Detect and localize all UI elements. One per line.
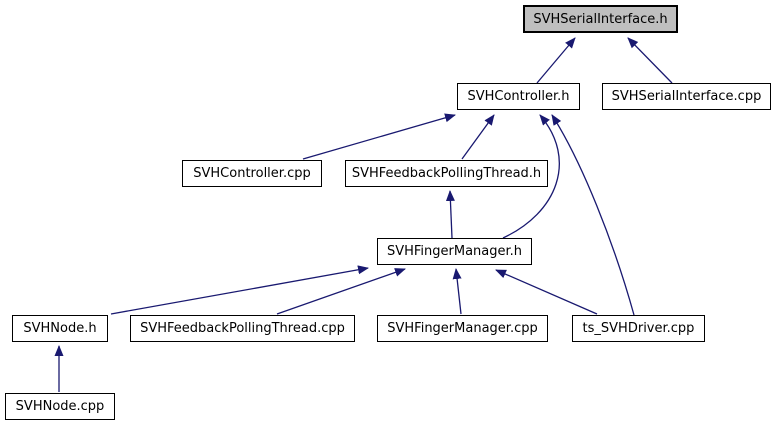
graph-node-svhfingermanager-h[interactable]: SVHFingerManager.h — [377, 238, 532, 265]
edge-svhfingermanager-h-to-svhcontroller-h — [502, 114, 560, 239]
graph-node-svhserialinterface-cpp[interactable]: SVHSerialInterface.cpp — [602, 83, 771, 110]
edge-svhfeedbackpollingthread-h-to-svhcontroller-h — [461, 114, 495, 160]
edge-ts-svhdriver-cpp-to-svhfingermanager-h — [495, 269, 598, 315]
graph-node-svhcontroller-h[interactable]: SVHController.h — [457, 83, 580, 110]
edge-svhcontroller-h-to-svhserialinterface-h — [536, 37, 576, 84]
edge-svhserialinterface-cpp-to-svhserialinterface-h — [627, 37, 673, 84]
edge-svhcontroller-cpp-to-svhcontroller-h — [302, 113, 456, 160]
graph-node-svhfeedbackpollingthread-h[interactable]: SVHFeedbackPollingThread.h — [345, 160, 548, 187]
graph-node-svhserialinterface-h: SVHSerialInterface.h — [523, 5, 678, 33]
graph-node-svhfingermanager-cpp[interactable]: SVHFingerManager.cpp — [377, 315, 548, 342]
edge-svhfingermanager-h-to-svhfeedbackpollingthread-h — [445, 190, 455, 239]
graph-node-svhfeedbackpollingthread-cpp[interactable]: SVHFeedbackPollingThread.cpp — [130, 315, 355, 342]
graph-node-svhnode-h[interactable]: SVHNode.h — [12, 315, 108, 342]
edge-svhfingermanager-cpp-to-svhfingermanager-h — [452, 268, 462, 315]
edge-svhfeedbackpollingthread-cpp-to-svhfingermanager-h — [276, 268, 406, 315]
graph-node-svhnode-cpp[interactable]: SVHNode.cpp — [5, 393, 115, 420]
edge-svhnode-h-to-svhfingermanager-h — [110, 265, 369, 315]
edge-ts-svhdriver-cpp-to-svhcontroller-h — [551, 114, 635, 316]
graph-node-ts-svhdriver-cpp[interactable]: ts_SVHDriver.cpp — [572, 315, 705, 342]
graph-node-svhcontroller-cpp[interactable]: SVHController.cpp — [182, 160, 322, 187]
